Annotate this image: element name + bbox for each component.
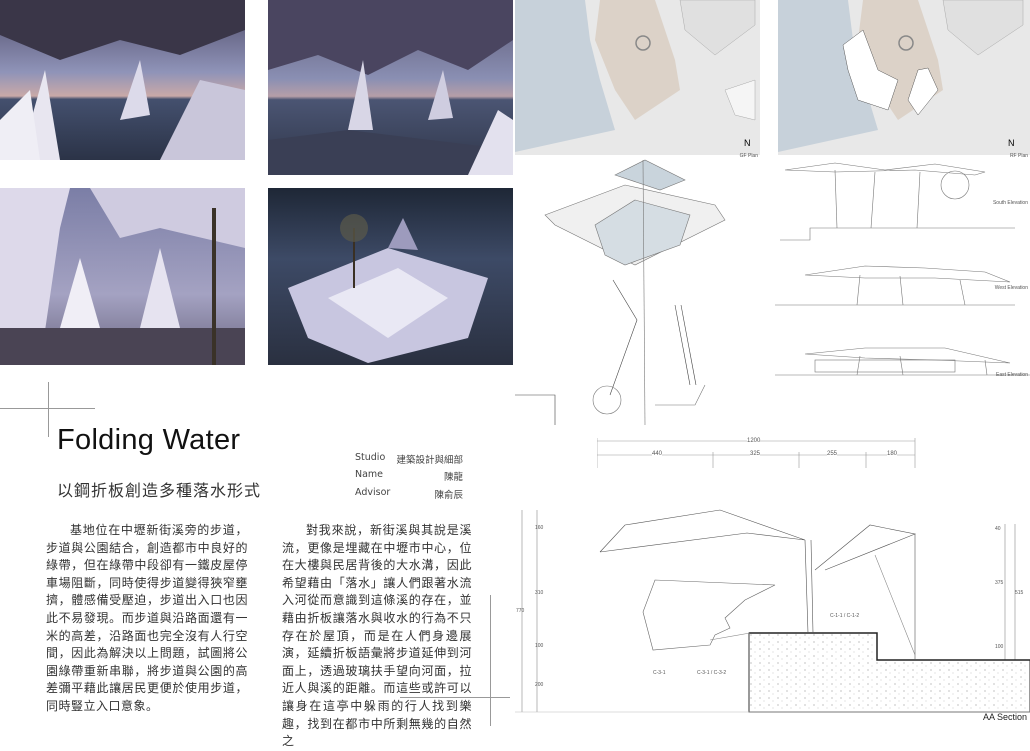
dim-segment: 180 xyxy=(887,451,898,457)
body-paragraph-1: 基地位在中壢新街溪旁的步道，步道與公園結合，創造都市中良好的綠帶，但在綠帶中段卻… xyxy=(46,523,248,713)
info-value: 陳俞辰 xyxy=(434,490,463,501)
info-name: Name 陳龍 xyxy=(355,469,463,483)
render-photo-canopy-trunks xyxy=(0,188,245,365)
section-dim: 40 xyxy=(995,526,1001,532)
aa-section: 160 310 100 200 770 40 375 100 515 C-1-1… xyxy=(515,500,1030,726)
divider xyxy=(0,408,95,409)
render-photo-canopy-water xyxy=(268,0,513,175)
section-dim: 100 xyxy=(995,644,1004,650)
dim-segment: 440 xyxy=(652,451,663,457)
page-title: Folding Water xyxy=(57,424,241,456)
divider xyxy=(490,595,491,726)
render-photo-ground-folds xyxy=(268,188,513,365)
dim-total: 1200 xyxy=(747,438,761,444)
west-elevation-label: West Elevation xyxy=(994,285,1028,291)
info-label: Name xyxy=(355,469,384,480)
info-value: 建築設計與細部 xyxy=(396,455,463,466)
dim-segment: 255 xyxy=(827,451,838,457)
info-value: 陳龍 xyxy=(443,472,463,483)
roof-plan: N RF Plan xyxy=(778,0,1030,162)
info-studio: Studio 建築設計與細部 xyxy=(355,452,463,466)
elevations: South Elevation West Elevation East Elev… xyxy=(775,160,1030,382)
render-photo-dusk-sea xyxy=(0,0,245,160)
ground-floor-plan: N GF Plan xyxy=(515,0,760,162)
info-label: Studio xyxy=(355,452,386,463)
axonometric-model xyxy=(515,155,775,426)
svg-text:N: N xyxy=(744,138,751,148)
rf-plan-label: RF Plan xyxy=(1009,153,1028,159)
body-paragraph-2: 對我來說，新街溪與其說是溪流，更像是埋藏在中壢市中心，位在大樓與民居背後的大水溝… xyxy=(282,523,472,749)
section-callout: C-1-1 / C-1-2 xyxy=(830,613,860,619)
section-dim-total: 770 xyxy=(516,608,525,614)
gf-plan-label: GF Plan xyxy=(739,153,758,159)
page-subtitle: 以鋼折板創造多種落水形式 xyxy=(57,481,262,500)
section-label: AA Section xyxy=(982,712,1027,722)
dimension-strip: 1200 440 325 255 180 xyxy=(596,438,927,468)
section-dim: 310 xyxy=(535,590,544,596)
info-label: Advisor xyxy=(355,487,391,498)
east-elevation-label: East Elevation xyxy=(996,372,1028,378)
info-advisor: Advisor 陳俞辰 xyxy=(355,487,463,501)
section-callout: C-3-1 xyxy=(653,670,666,676)
section-dim: 100 xyxy=(535,643,544,649)
section-dim: 375 xyxy=(995,580,1004,586)
section-callout: C-3-1 / C-3-2 xyxy=(697,670,727,676)
dim-segment: 325 xyxy=(750,451,761,457)
section-dim: 160 xyxy=(535,525,544,531)
south-elevation-label: South Elevation xyxy=(992,200,1028,206)
section-dim: 200 xyxy=(535,682,544,688)
divider xyxy=(400,697,510,698)
svg-text:N: N xyxy=(1008,138,1015,148)
divider xyxy=(48,382,49,437)
section-dim-total: 515 xyxy=(1015,590,1024,596)
